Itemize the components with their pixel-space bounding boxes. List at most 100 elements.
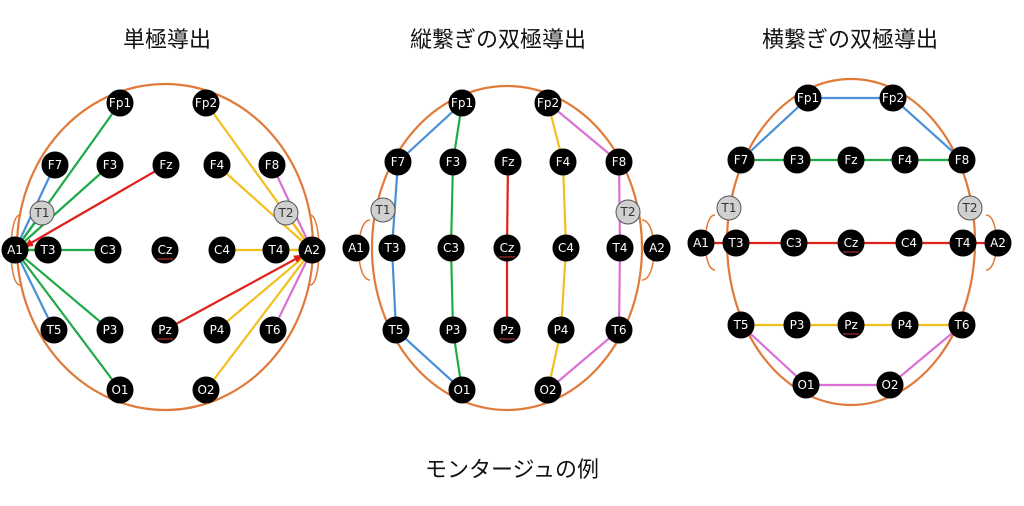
chain-t5-o1 — [740, 324, 807, 386]
electrode-label: Cz — [844, 236, 859, 250]
electrode-label: T4 — [955, 236, 971, 250]
electrode-label: O2 — [197, 383, 214, 397]
electrode-f7: F7 — [727, 146, 755, 174]
electrode-f3: F3 — [783, 146, 811, 174]
chain-f4-c4 — [561, 161, 568, 249]
electrode-pz: Pz — [837, 311, 865, 339]
electrode-label: F3 — [103, 158, 118, 172]
electrode-f3: F3 — [96, 151, 124, 179]
electrode-o2: O2 — [534, 376, 562, 404]
electrode-t3: T3 — [378, 234, 406, 262]
arrow-pz-a2 — [164, 254, 304, 331]
electrode-a2: A2 — [643, 234, 671, 262]
electrode-f7: F7 — [41, 151, 69, 179]
electrode-t2: T2 — [615, 199, 641, 225]
electrode-label: F7 — [734, 153, 749, 167]
electrode-label: A1 — [693, 236, 709, 250]
electrode-f7: F7 — [384, 148, 412, 176]
electrode-label: Fp1 — [109, 96, 131, 110]
electrode-t4: T4 — [606, 234, 634, 262]
electrode-a2: A2 — [298, 236, 326, 264]
electrode-fp2: Fp2 — [534, 89, 562, 117]
electrode-label: T1 — [34, 206, 50, 220]
electrode-label: C4 — [558, 241, 574, 255]
electrode-label: T6 — [954, 318, 970, 332]
electrode-label: A1 — [348, 241, 364, 255]
electrode-label: F8 — [955, 153, 970, 167]
electrode-label: C3 — [786, 236, 802, 250]
electrode-label: C3 — [100, 243, 116, 257]
electrode-label: Fp2 — [882, 91, 904, 105]
chain-c3-p3 — [449, 247, 455, 331]
electrode-label: T4 — [612, 241, 628, 255]
electrode-t1: T1 — [29, 200, 55, 226]
electrode-label: T5 — [46, 323, 62, 337]
electrode-label: F4 — [556, 155, 571, 169]
electrode-o2: O2 — [192, 376, 220, 404]
electrode-fp2: Fp2 — [879, 84, 907, 112]
electrode-label: O1 — [453, 383, 470, 397]
chain-t3-t5 — [390, 247, 398, 331]
electrode-label: O1 — [797, 378, 814, 392]
line-a2-o2 — [205, 249, 313, 391]
electrode-label: A2 — [990, 236, 1006, 250]
electrode-t5: T5 — [382, 316, 410, 344]
electrode-label: A1 — [7, 243, 23, 257]
electrode-label: P4 — [210, 323, 225, 337]
electrode-label: F4 — [898, 153, 913, 167]
electrode-cz: Cz — [493, 234, 521, 262]
electrode-a1: A1 — [342, 234, 370, 262]
electrode-label: C4 — [214, 243, 230, 257]
electrode-t6: T6 — [948, 311, 976, 339]
electrode-cz: Cz — [151, 236, 179, 264]
electrode-label: Fp1 — [451, 96, 473, 110]
electrode-label: F7 — [48, 158, 63, 172]
electrode-label: T2 — [620, 205, 636, 219]
electrode-label: F8 — [612, 155, 627, 169]
electrode-label: F7 — [391, 155, 406, 169]
chain-o2-t6 — [889, 324, 963, 386]
electrode-o1: O1 — [106, 376, 134, 404]
electrode-fz: Fz — [152, 151, 180, 179]
electrode-c3: C3 — [437, 234, 465, 262]
electrode-p4: P4 — [547, 316, 575, 344]
electrode-label: Pz — [500, 323, 514, 337]
electrode-label: Fz — [501, 155, 514, 169]
caption: モンタージュの例 — [424, 458, 600, 483]
electrode-fp2: Fp2 — [192, 89, 220, 117]
electrode-t3: T3 — [34, 236, 62, 264]
electrode-fp1: Fp1 — [794, 84, 822, 112]
chain-fp2-f8 — [892, 97, 963, 161]
electrode-label: T3 — [728, 236, 744, 250]
electrode-label: T1 — [375, 203, 391, 217]
electrode-p4: P4 — [891, 311, 919, 339]
electrode-label: Pz — [844, 318, 858, 332]
electrode-f4: F4 — [891, 146, 919, 174]
arrow-fz-a1 — [23, 164, 167, 248]
electrode-label: P3 — [103, 323, 118, 337]
electrode-f3: F3 — [439, 148, 467, 176]
electrode-t1: T1 — [716, 195, 742, 221]
line-a2-t6 — [272, 249, 313, 331]
chain-t5-o1 — [395, 329, 463, 391]
title-longitudinal-bipolar: 縦繋ぎの双極導出 — [409, 28, 586, 53]
chain-c4-p4 — [559, 247, 568, 331]
electrode-label: P4 — [898, 318, 913, 332]
electrode-label: P4 — [554, 323, 569, 337]
chain-f7-t3 — [390, 161, 400, 249]
electrode-label: Fp2 — [537, 96, 559, 110]
electrode-label: Fz — [844, 153, 857, 167]
electrode-t2: T2 — [957, 195, 983, 221]
electrode-label: P3 — [790, 318, 805, 332]
electrode-t4: T4 — [262, 236, 290, 264]
line-a1-f3 — [14, 164, 111, 251]
electrode-pz: Pz — [151, 316, 179, 344]
electrode-label: F4 — [210, 158, 225, 172]
electrode-fz: Fz — [494, 148, 522, 176]
electrode-cz: Cz — [837, 229, 865, 257]
electrode-o1: O1 — [448, 376, 476, 404]
electrode-o2: O2 — [876, 371, 904, 399]
